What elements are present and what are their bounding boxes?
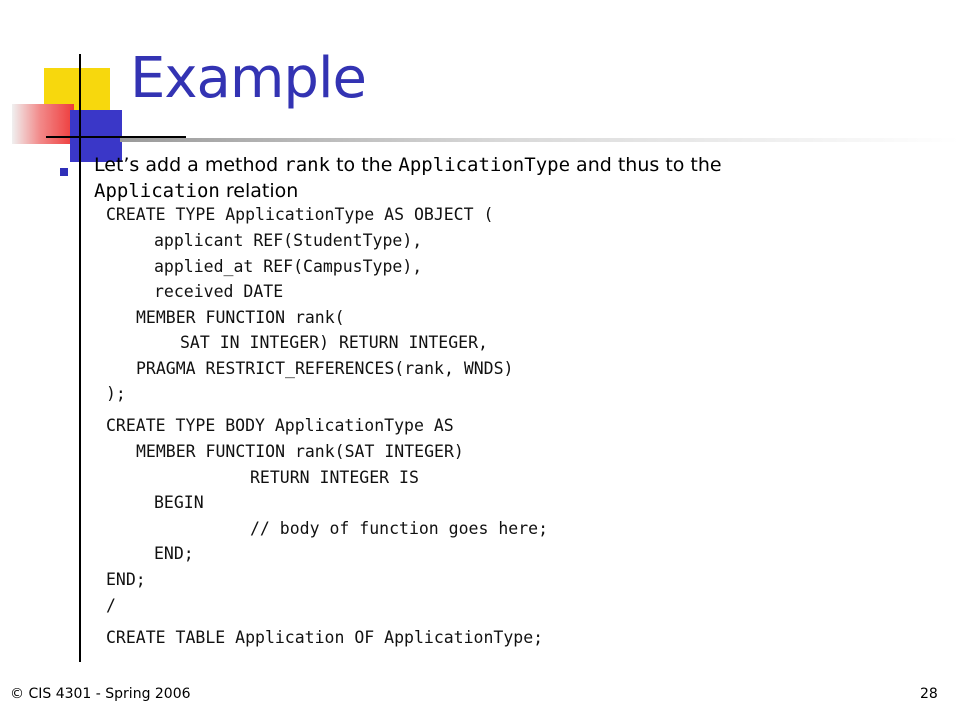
bullet-text-part: Let’s add a method bbox=[94, 154, 285, 176]
bullet-text-part: to the bbox=[330, 154, 399, 176]
code-line: CREATE TYPE BODY ApplicationType AS bbox=[106, 416, 454, 435]
footer-copyright: © CIS 4301 - Spring 2006 bbox=[10, 686, 191, 702]
title-underline-gradient bbox=[120, 138, 960, 142]
page-number: 28 bbox=[920, 686, 938, 702]
slide-title: Example bbox=[130, 46, 367, 111]
code-line: SAT IN INTEGER) RETURN INTEGER, bbox=[180, 333, 488, 352]
code-line: // body of function goes here; bbox=[250, 519, 549, 538]
bullet-text-part: relation bbox=[219, 180, 299, 202]
code-line: BEGIN bbox=[154, 493, 204, 512]
code-term-applicationtype: ApplicationType bbox=[398, 154, 571, 176]
code-line: PRAGMA RESTRICT_REFERENCES(rank, WNDS) bbox=[136, 359, 514, 378]
code-line: CREATE TABLE Application OF ApplicationT… bbox=[106, 628, 544, 647]
bullet-square-icon bbox=[60, 168, 68, 176]
code-line: RETURN INTEGER IS bbox=[250, 468, 419, 487]
code-term-application: Application bbox=[94, 180, 220, 202]
code-line: / bbox=[106, 596, 116, 615]
code-line: END; bbox=[106, 570, 146, 589]
code-line: END; bbox=[154, 544, 194, 563]
bullet-text: Let’s add a method rank to the Applicati… bbox=[94, 152, 944, 204]
code-line: CREATE TYPE ApplicationType AS OBJECT ( bbox=[106, 205, 494, 224]
code-line: ); bbox=[106, 384, 126, 403]
code-line: applicant REF(StudentType), bbox=[154, 231, 423, 250]
horizontal-rule-decoration bbox=[46, 136, 186, 138]
bullet-text-part: and thus to the bbox=[570, 154, 722, 176]
vertical-rule-decoration bbox=[79, 54, 81, 662]
code-term-rank: rank bbox=[284, 154, 331, 176]
code-line: MEMBER FUNCTION rank( bbox=[136, 308, 345, 327]
code-line: received DATE bbox=[154, 282, 284, 301]
code-line: MEMBER FUNCTION rank(SAT INTEGER) bbox=[136, 442, 464, 461]
code-line: applied_at REF(CampusType), bbox=[154, 257, 423, 276]
